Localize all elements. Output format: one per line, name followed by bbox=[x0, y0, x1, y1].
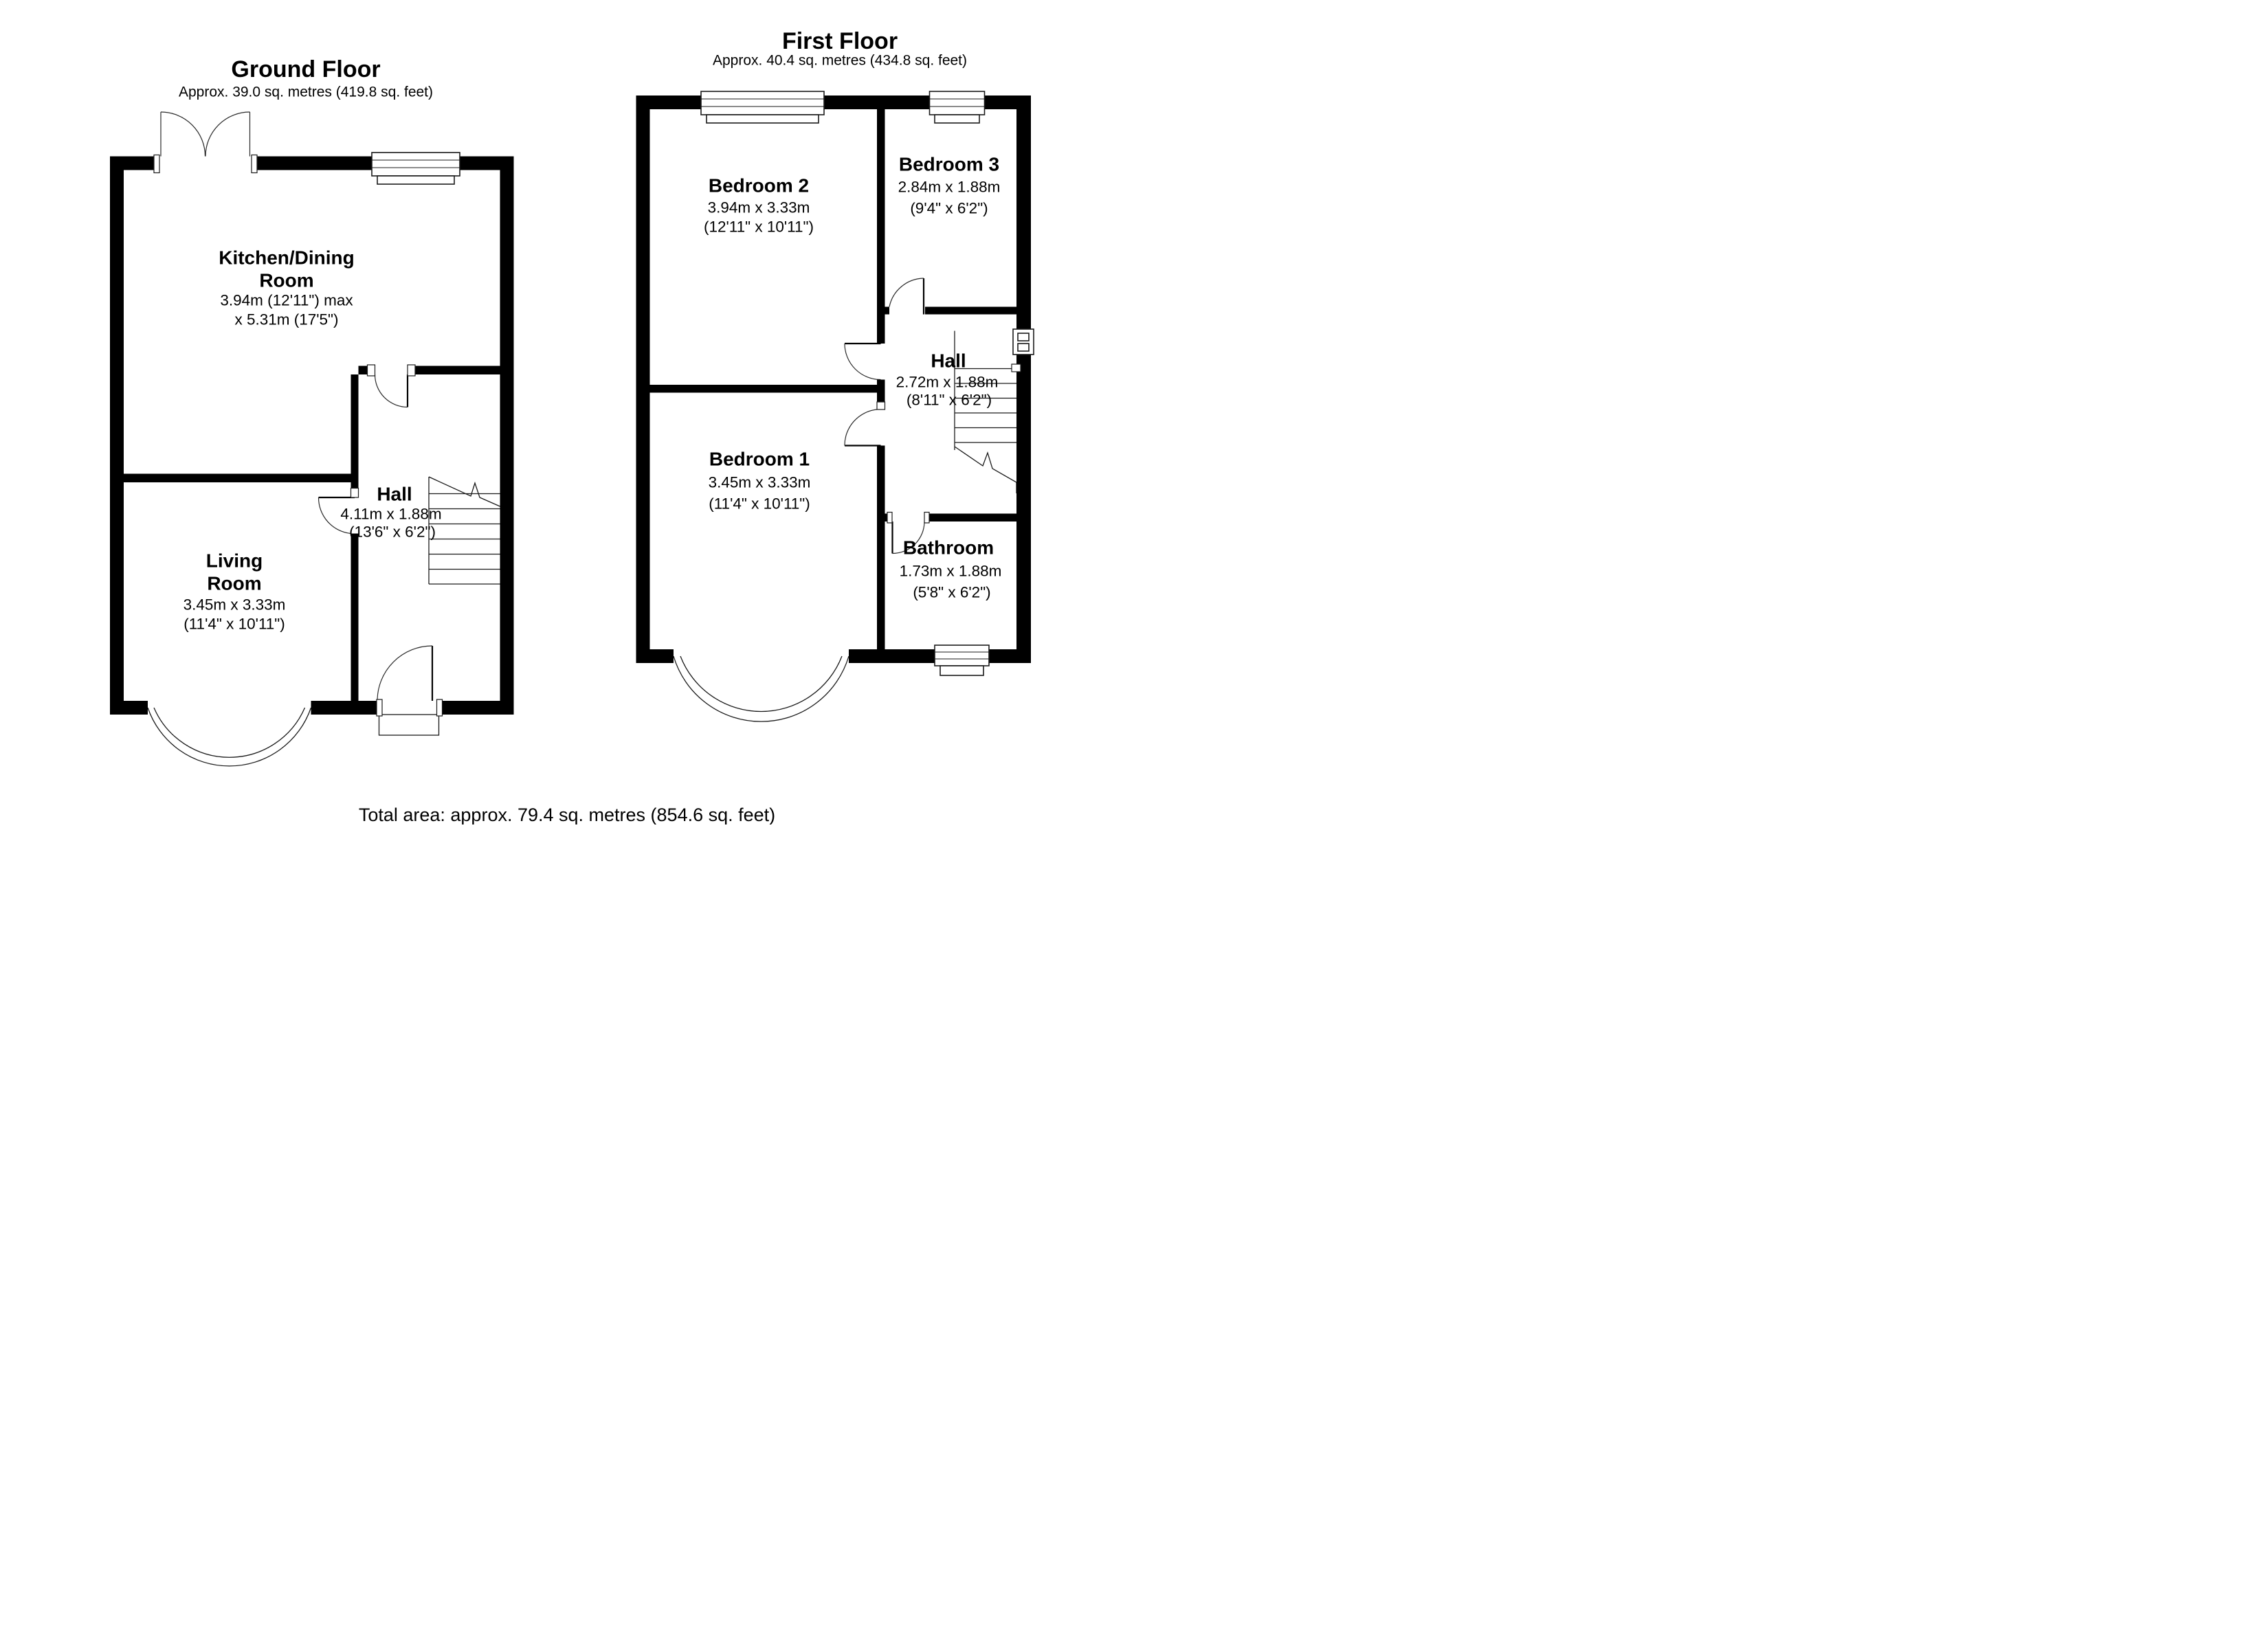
bathroom-door-icon bbox=[891, 521, 925, 554]
first-floor-openings bbox=[700, 91, 1034, 676]
first-floor-area: Approx. 40.4 sq. metres (434.8 sq. feet) bbox=[713, 53, 967, 69]
bedroom3-dims-imperial: (9'4" x 6'2") bbox=[910, 200, 988, 217]
kitchen-window-icon bbox=[371, 152, 460, 185]
bathroom-dims-metric: 1.73m x 1.88m bbox=[900, 563, 1002, 580]
gf-hall-label: Hall bbox=[377, 484, 412, 505]
hall-living-door-icon bbox=[318, 496, 355, 535]
first-floor-fixtures bbox=[673, 278, 1017, 722]
first-floor-stairs-icon bbox=[954, 330, 1017, 493]
bedroom1-dims-metric: 3.45m x 3.33m bbox=[709, 474, 811, 491]
ground-floor-labels: Ground Floor Approx. 39.0 sq. metres (41… bbox=[179, 56, 442, 633]
bedroom2-dims-imperial: (12'11" x 10'11") bbox=[704, 218, 814, 236]
living-room-label-2: Room bbox=[207, 573, 261, 594]
gf-hall-dims-imperial: (13'6" x 6'2") bbox=[349, 524, 436, 541]
living-room-dims-imperial: (11'4" x 10'11") bbox=[184, 616, 285, 633]
bedroom2-window-icon bbox=[700, 91, 825, 124]
bedroom3-window-icon bbox=[929, 91, 986, 124]
first-floor-labels: First Floor Approx. 40.4 sq. metres (434… bbox=[704, 28, 1001, 601]
front-door-icon bbox=[377, 645, 434, 702]
kitchen-hall-door-icon bbox=[374, 374, 409, 408]
ground-floor-openings bbox=[153, 152, 460, 717]
first-floor-title: First Floor bbox=[782, 28, 898, 54]
first-floor-walls bbox=[636, 96, 1031, 663]
french-doors-icon bbox=[160, 111, 251, 157]
gf-hall-dims-metric: 4.11m x 1.88m bbox=[340, 506, 441, 523]
ff-hall-label: Hall bbox=[931, 350, 966, 372]
bedroom2-label: Bedroom 2 bbox=[709, 175, 809, 197]
ff-hall-dims-metric: 2.72m x 1.88m bbox=[896, 374, 999, 391]
bathroom-dims-imperial: (5'8" x 6'2") bbox=[913, 584, 990, 601]
bedroom1-bay-window-icon bbox=[673, 655, 849, 722]
floorplan-page: Ground Floor Approx. 39.0 sq. metres (41… bbox=[0, 0, 1134, 824]
ground-floor-area: Approx. 39.0 sq. metres (419.8 sq. feet) bbox=[179, 85, 433, 100]
ground-floor-plan: Ground Floor Approx. 39.0 sq. metres (41… bbox=[110, 56, 514, 767]
ff-hall-dims-imperial: (8'11" x 6'2") bbox=[907, 392, 992, 409]
bedroom1-label: Bedroom 1 bbox=[709, 449, 810, 470]
ground-floor-fixtures bbox=[147, 111, 500, 767]
bedroom1-door-icon bbox=[844, 409, 881, 447]
total-area-text: Total area: approx. 79.4 sq. metres (854… bbox=[359, 805, 775, 824]
ground-floor-title: Ground Floor bbox=[231, 56, 380, 82]
landing-side-window-icon bbox=[1012, 328, 1034, 355]
kitchen-label: Kitchen/Dining bbox=[219, 247, 355, 269]
bedroom2-door-icon bbox=[844, 342, 881, 381]
ground-floor-stairs-icon bbox=[428, 476, 500, 585]
ground-floor-walls bbox=[110, 156, 514, 715]
bedroom3-door-icon bbox=[889, 278, 925, 315]
living-room-bay-window-icon bbox=[147, 707, 312, 767]
kitchen-dims-1: 3.94m (12'11") max bbox=[220, 292, 353, 309]
living-room-label: Living bbox=[206, 550, 263, 572]
bedroom3-label: Bedroom 3 bbox=[899, 154, 999, 175]
living-room-dims-metric: 3.45m x 3.33m bbox=[184, 596, 286, 614]
bedroom2-dims-metric: 3.94m x 3.33m bbox=[708, 199, 810, 216]
bathroom-window-icon bbox=[934, 644, 990, 676]
bedroom1-dims-imperial: (11'4" x 10'11") bbox=[709, 495, 810, 513]
kitchen-dims-2: x 5.31m (17'5") bbox=[234, 311, 338, 328]
bathroom-label: Bathroom bbox=[903, 537, 994, 559]
bedroom3-dims-metric: 2.84m x 1.88m bbox=[898, 179, 1001, 196]
kitchen-label-2: Room bbox=[259, 270, 313, 291]
porch-step bbox=[378, 714, 440, 736]
first-floor-plan: First Floor Approx. 40.4 sq. metres (434… bbox=[636, 28, 1034, 722]
floorplan-drawing: Ground Floor Approx. 39.0 sq. metres (41… bbox=[110, 28, 1034, 824]
